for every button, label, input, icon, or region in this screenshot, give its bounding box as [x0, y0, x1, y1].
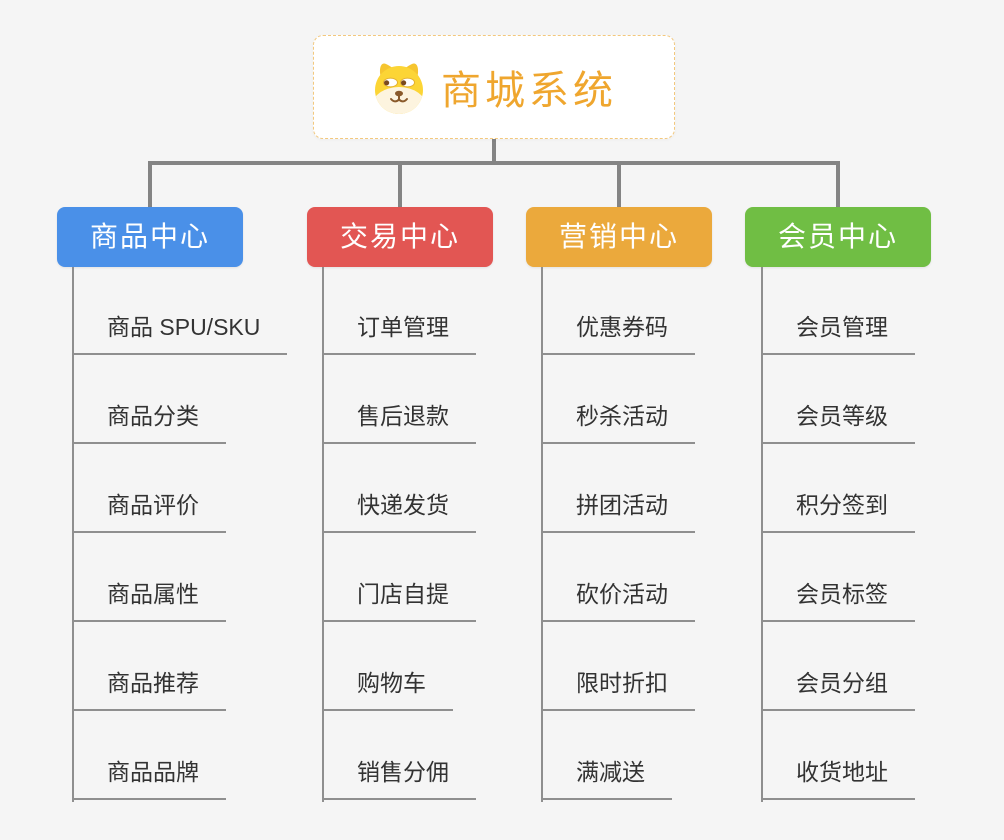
branch-header-product-center[interactable]: 商品中心 [57, 207, 243, 267]
child-topic[interactable]: 门店自提 [323, 581, 476, 622]
child-topic[interactable]: 商品分类 [73, 403, 226, 444]
child-topic[interactable]: 商品属性 [73, 581, 226, 622]
child-topic[interactable]: 积分签到 [762, 492, 915, 533]
child-topic[interactable]: 售后退款 [323, 403, 476, 444]
child-topic[interactable]: 限时折扣 [542, 670, 695, 711]
child-topic[interactable]: 会员管理 [762, 314, 915, 355]
child-topic[interactable]: 商品 SPU/SKU [73, 314, 288, 355]
child-topic[interactable]: 销售分佣 [323, 759, 476, 800]
child-topic[interactable]: 拼团活动 [542, 492, 695, 533]
connector-stub-marketing-center [617, 161, 621, 207]
child-topic[interactable]: 商品评价 [73, 492, 226, 533]
dog-face-icon [371, 59, 427, 115]
connector-root-vertical [492, 139, 496, 165]
child-topic[interactable]: 会员分组 [762, 670, 915, 711]
trunk-line-marketing-center [541, 267, 543, 802]
connector-stub-trade-center [398, 161, 402, 207]
root-topic-title: 商城系统 [441, 69, 617, 113]
child-topic[interactable]: 会员等级 [762, 403, 915, 444]
child-topic[interactable]: 商品推荐 [73, 670, 226, 711]
child-topic[interactable]: 满减送 [542, 759, 672, 800]
root-topic[interactable]: 商城系统 [313, 35, 675, 139]
child-topic[interactable]: 订单管理 [323, 314, 476, 355]
child-topic[interactable]: 砍价活动 [542, 581, 695, 622]
child-topic[interactable]: 购物车 [323, 670, 453, 711]
child-topic[interactable]: 商品品牌 [73, 759, 226, 800]
child-topic[interactable]: 秒杀活动 [542, 403, 695, 444]
connector-horizontal [148, 161, 840, 165]
child-topic[interactable]: 会员标签 [762, 581, 915, 622]
branch-header-marketing-center[interactable]: 营销中心 [526, 207, 712, 267]
branch-header-trade-center[interactable]: 交易中心 [307, 207, 493, 267]
trunk-line-trade-center [322, 267, 324, 802]
trunk-line-member-center [761, 267, 763, 802]
connector-stub-product-center [148, 161, 152, 207]
trunk-line-product-center [72, 267, 74, 802]
child-topic[interactable]: 优惠券码 [542, 314, 695, 355]
branch-header-member-center[interactable]: 会员中心 [745, 207, 931, 267]
child-topic[interactable]: 收货地址 [762, 759, 915, 800]
child-topic[interactable]: 快递发货 [323, 492, 476, 533]
connector-stub-member-center [836, 161, 840, 207]
